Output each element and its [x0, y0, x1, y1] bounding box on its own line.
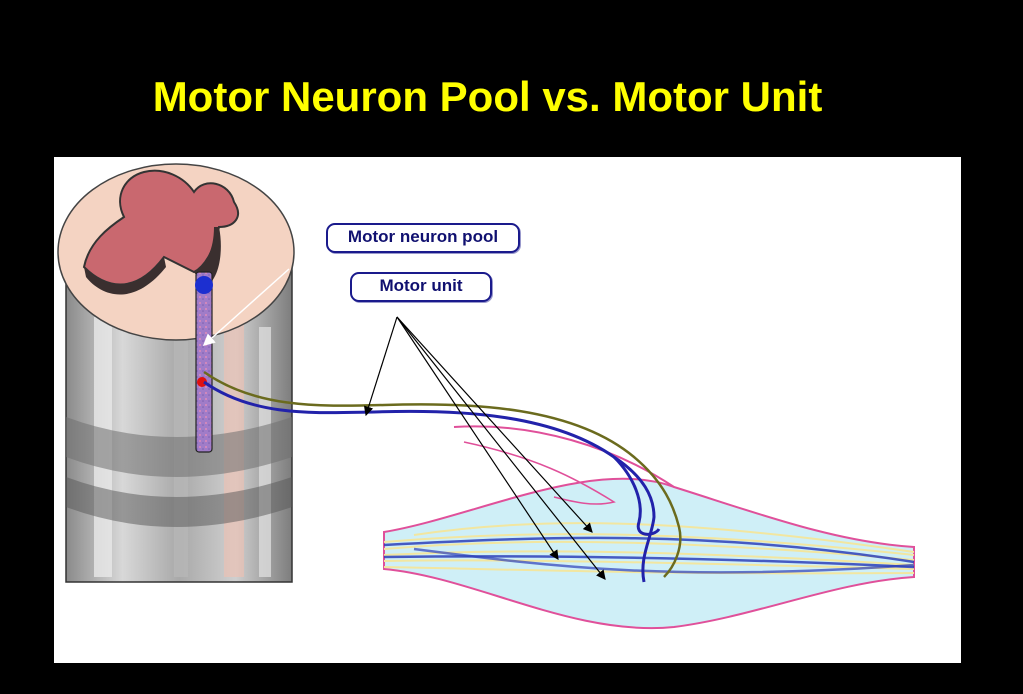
diagram-figure: Motor neuron pool Motor unit [54, 157, 961, 663]
motor-neuron-red [197, 377, 207, 387]
motor-neuron-pool-column [195, 271, 213, 453]
motor-neuron-pool-label: Motor neuron pool [326, 223, 520, 253]
axons [203, 370, 682, 583]
motor-unit-arrows [363, 316, 606, 580]
motor-neuron-blue [195, 276, 213, 294]
spinal-cord-muscle-diagram [57, 163, 915, 630]
pool-pointer-arrow [202, 268, 290, 346]
slide-title: Motor Neuron Pool vs. Motor Unit [152, 73, 823, 120]
spinal-cord [57, 163, 295, 583]
motor-unit-label: Motor unit [350, 272, 492, 302]
muscle [383, 425, 915, 630]
